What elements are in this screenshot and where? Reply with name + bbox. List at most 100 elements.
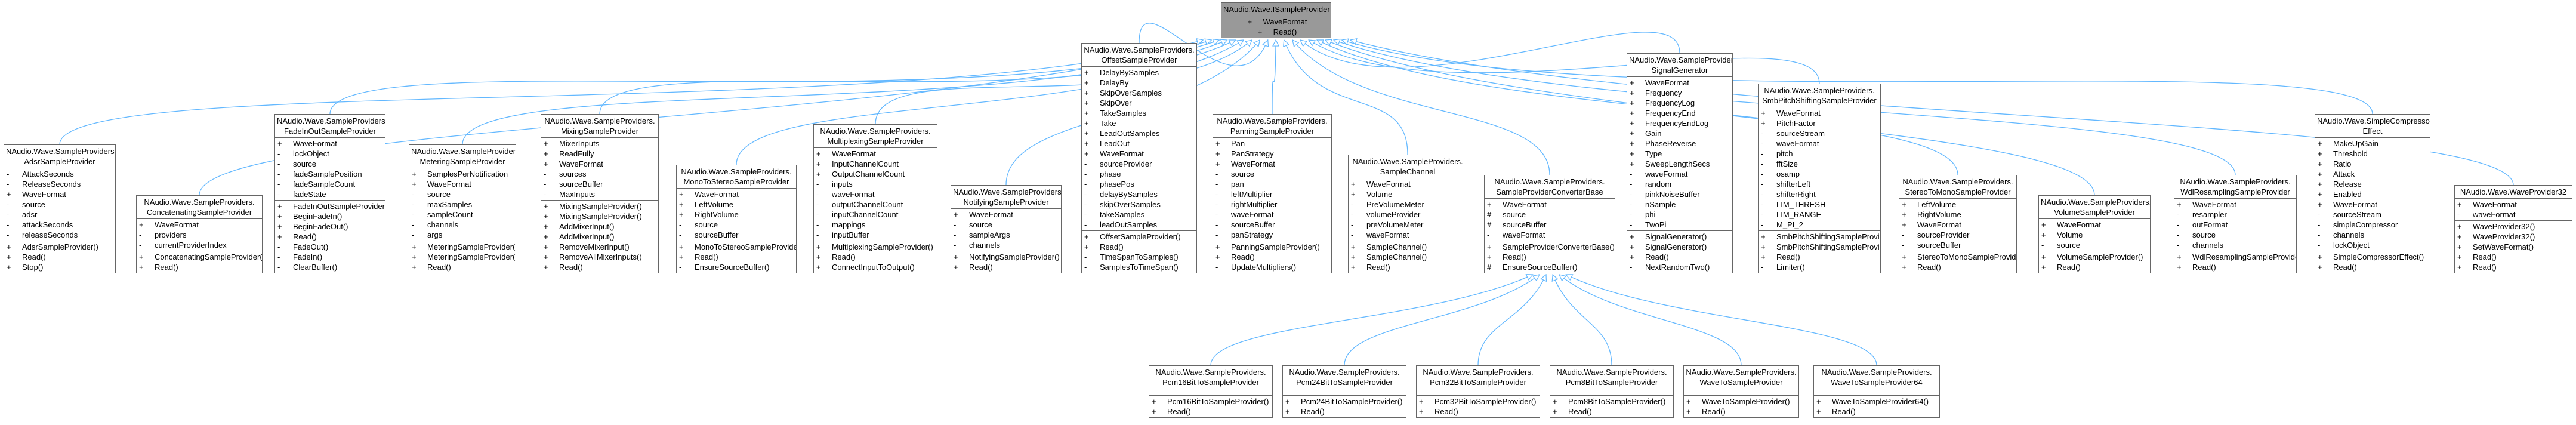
field-row: +FrequencyEnd [1627, 108, 1732, 118]
method-row: -ClearBuffer() [275, 262, 385, 272]
fields-section: +WaveFormat+Volume-source [2039, 218, 2150, 251]
field-name: volumeProvider [1366, 210, 1421, 219]
class-title: NAudio.Wave.SampleProviders. WdlResampli… [2180, 177, 2291, 196]
class-box-sampleproviderconverterbase[interactable]: NAudio.Wave.SampleProviders. SampleProvi… [1484, 175, 1615, 273]
visibility-marker: + [1351, 242, 1356, 251]
class-box-panningsampleprovider[interactable]: NAudio.Wave.SampleProviders. PanningSamp… [1213, 114, 1332, 273]
class-box-wdlresamplingsampleprovider[interactable]: NAudio.Wave.SampleProviders. WdlResampli… [2174, 175, 2297, 273]
method-row: +Read() [1627, 252, 1732, 262]
class-box-pcm24bittosampleprovider[interactable]: NAudio.Wave.SampleProviders. Pcm24BitToS… [1282, 365, 1406, 418]
class-box-samplechannel[interactable]: NAudio.Wave.SampleProviders. SampleChann… [1348, 155, 1467, 273]
class-box-simplecompressor-effect[interactable]: NAudio.Wave.SimpleCompressor Effect+Make… [2315, 114, 2430, 273]
methods-section: +MixingSampleProvider()+MixingSampleProv… [541, 200, 658, 273]
class-box-pcm16bittosampleprovider[interactable]: NAudio.Wave.SampleProviders. Pcm16BitToS… [1149, 365, 1273, 418]
visibility-marker: - [7, 210, 10, 219]
class-box-notifyingsampleprovider[interactable]: NAudio.Wave.SampleProviders. NotifyingSa… [951, 185, 1062, 273]
field-row: -AttackSeconds [4, 169, 115, 179]
visibility-marker: + [139, 252, 144, 261]
method-row: +WaveProvider32() [2455, 221, 2572, 232]
method-name: Read() [2473, 252, 2497, 261]
visibility-marker: - [7, 200, 10, 209]
methods-section: +FadeInOutSampleProvider()+BeginFadeIn()… [275, 200, 385, 273]
class-box-isampleprovider[interactable]: NAudio.Wave.ISampleProvider+WaveFormat+R… [1221, 2, 1331, 38]
field-name: channels [2192, 241, 2224, 250]
class-title: NAudio.Wave.SampleProviders. MonoToStere… [681, 167, 792, 186]
members-section: +WaveFormat+Read() [1221, 16, 1331, 38]
field-name: Pan [1231, 139, 1245, 148]
visibility-marker: + [1630, 149, 1634, 158]
class-box-adsrsampleprovider[interactable]: NAudio.Wave.SampleProviders. AdsrSampleP… [4, 144, 116, 273]
visibility-marker: + [1630, 88, 1634, 97]
class-box-fadeinoutsampleprovider[interactable]: NAudio.Wave.SampleProviders. FadeInOutSa… [274, 114, 385, 273]
methods-section: +PanningSampleProvider()+Read()-UpdateMu… [1213, 241, 1331, 273]
class-box-volumesampleprovider[interactable]: NAudio.Wave.SampleProviders. VolumeSampl… [2038, 195, 2151, 273]
field-name: sourceBuffer [1231, 220, 1275, 229]
field-name: WaveFormat [1645, 78, 1689, 87]
method-row: +Read() [1485, 252, 1615, 262]
visibility-marker: + [412, 263, 417, 272]
field-row: -channels [951, 240, 1061, 250]
field-name: sourceStream [2333, 210, 2381, 219]
class-title: NAudio.Wave.SampleProviders. SmbPitchShi… [1762, 86, 1877, 105]
class-box-pcm8bittosampleprovider[interactable]: NAudio.Wave.SampleProviders. Pcm8BitToSa… [1550, 365, 1674, 418]
method-name: Read() [2057, 263, 2081, 272]
class-title: NAudio.Wave.SampleProviders. Pcm24BitToS… [1289, 368, 1400, 387]
method-row: +MixingSampleProvider() [541, 211, 658, 221]
class-box-multiplexingsampleprovider[interactable]: NAudio.Wave.SampleProviders. Multiplexin… [813, 124, 937, 273]
visibility-marker: - [2177, 230, 2180, 239]
methods-section: +MonoToStereoSampleProvider()+Read()-Ens… [677, 241, 796, 273]
visibility-marker: + [7, 263, 11, 272]
field-row: -inputChannelCount [814, 210, 937, 220]
visibility-marker: - [954, 220, 957, 229]
class-box-signalgenerator[interactable]: NAudio.Wave.SampleProviders. SignalGener… [1627, 53, 1733, 273]
field-name: SweepLengthSecs [1645, 159, 1710, 168]
visibility-marker: # [1487, 263, 1492, 272]
visibility-marker: - [277, 190, 280, 199]
class-box-pcm32bittosampleprovider[interactable]: NAudio.Wave.SampleProviders. Pcm32BitToS… [1416, 365, 1540, 418]
class-box-concatenatingsampleprovider[interactable]: NAudio.Wave.SampleProviders. Concatenati… [136, 195, 263, 273]
class-box-wavetosampleprovider64[interactable]: NAudio.Wave.SampleProviders. WaveToSampl… [1813, 365, 1940, 418]
member-name: WaveFormat [1263, 17, 1307, 26]
methods-section: +SampleProviderConverterBase()+Read()#En… [1485, 241, 1615, 273]
field-name: InputChannelCount [832, 159, 899, 168]
class-box-meteringsampleprovider[interactable]: NAudio.Wave.SampleProviders. MeteringSam… [409, 144, 516, 273]
visibility-marker: + [544, 139, 548, 148]
field-name: resampler [2192, 210, 2227, 219]
field-row: -random [1627, 179, 1732, 189]
visibility-marker: - [1215, 263, 1218, 272]
inheritance-edge [1210, 275, 1533, 366]
class-box-wavetosampleprovider[interactable]: NAudio.Wave.SampleProviders. WaveToSampl… [1683, 365, 1799, 418]
class-box-mixingsampleprovider[interactable]: NAudio.Wave.SampleProviders. MixingSampl… [541, 114, 659, 273]
method-row: -Limiter() [1759, 262, 1880, 272]
visibility-marker: - [1630, 180, 1633, 189]
visibility-marker: + [816, 263, 821, 272]
field-row: -source [2174, 230, 2296, 240]
field-name: preVolumeMeter [1366, 220, 1424, 229]
visibility-marker: - [2318, 241, 2321, 250]
visibility-marker: + [1084, 78, 1089, 87]
class-box-offsetsampleprovider[interactable]: NAudio.Wave.SampleProviders. OffsetSampl… [1081, 43, 1197, 273]
method-row: +Read() [137, 262, 262, 272]
visibility-marker: - [277, 170, 280, 178]
field-row: +WaveFormat [951, 210, 1061, 220]
method-row: +RemoveMixerInput() [541, 242, 658, 252]
class-box-monotostereosampleprovider[interactable]: NAudio.Wave.SampleProviders. MonoToStere… [676, 165, 797, 273]
field-name: WaveFormat [969, 210, 1013, 219]
method-name: EnsureSourceBuffer() [1503, 263, 1578, 272]
class-box-waveprovider32[interactable]: NAudio.Wave.WaveProvider32+WaveFormat-wa… [2454, 185, 2572, 273]
method-row: +MonoToStereoSampleProvider() [677, 242, 796, 252]
visibility-marker: + [679, 242, 684, 251]
field-name: pinkNoiseBuffer [1645, 190, 1700, 199]
class-box-stereotomonosampleprovider[interactable]: NAudio.Wave.SampleProviders. StereoToMon… [1899, 175, 2017, 273]
field-name: shifterRight [1776, 190, 1816, 199]
visibility-marker: - [954, 230, 957, 239]
method-name: Read() [969, 263, 993, 272]
methods-section: +StereoToMonoSampleProvider()+Read() [1899, 251, 2016, 273]
visibility-marker: + [679, 210, 684, 219]
fields-section: +SamplesPerNotification+WaveFormat-sourc… [409, 168, 516, 241]
field-name: sourceBuffer [1503, 220, 1547, 229]
class-box-smbpitchshiftingsampleprovider[interactable]: NAudio.Wave.SampleProviders. SmbPitchShi… [1758, 84, 1881, 273]
field-name: waveFormat [1776, 139, 1819, 148]
field-row: -phase [1082, 169, 1196, 179]
method-name: Read() [1503, 252, 1526, 261]
